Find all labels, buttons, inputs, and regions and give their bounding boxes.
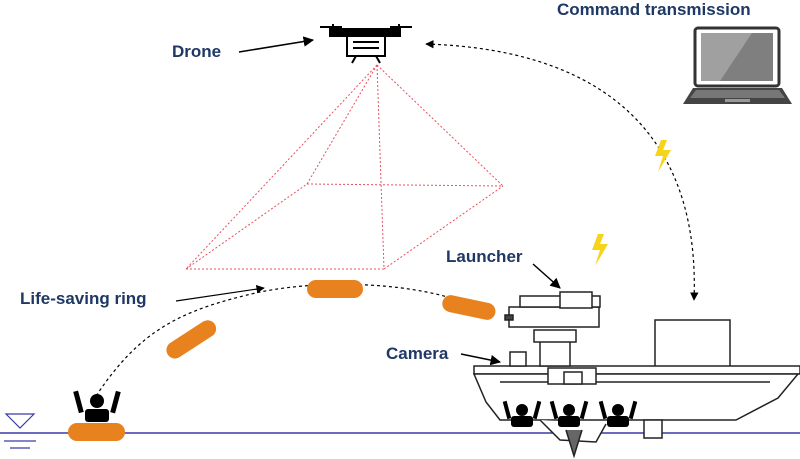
life-ring-icon (68, 423, 125, 441)
person-icon (73, 390, 121, 422)
command-transmission-label: Command transmission (557, 0, 751, 19)
camera-field-of-view (185, 64, 504, 270)
water-level-icon (4, 413, 36, 449)
launcher-label-arrow (532, 263, 561, 289)
command-transmission-link (425, 40, 699, 301)
laptop-icon (683, 26, 792, 104)
ring-label-arrow (175, 284, 265, 302)
drone-icon (320, 24, 412, 64)
person-icon (549, 400, 589, 427)
rescue-boat-icon (472, 291, 800, 459)
life-ring-icon (307, 280, 363, 298)
lightning-icon (592, 234, 608, 266)
life-saving-ring-label: Life-saving ring (20, 289, 147, 308)
life-ring-icon (166, 320, 217, 359)
camera-label-arrow (460, 353, 502, 366)
lightning-icon (655, 140, 671, 172)
life-ring-icon (442, 295, 496, 320)
drone-label: Drone (172, 42, 222, 61)
drone-label-arrow (238, 36, 315, 53)
ring-trajectory (95, 283, 469, 397)
person-icon (502, 400, 542, 427)
person-icon (598, 400, 638, 427)
launcher-label: Launcher (446, 247, 523, 266)
camera-label: Camera (386, 344, 449, 363)
